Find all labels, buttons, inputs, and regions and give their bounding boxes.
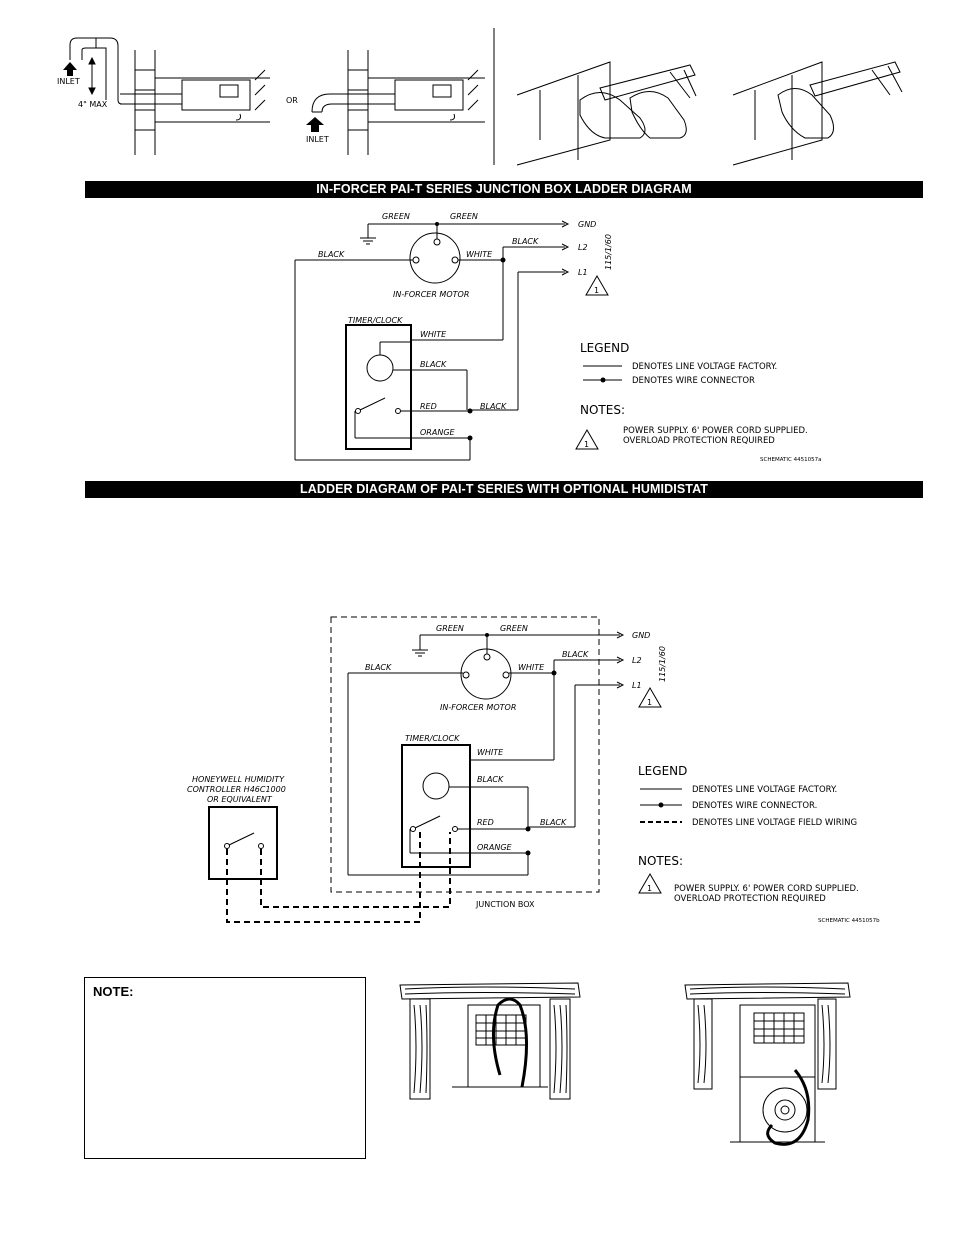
humidistat-line1: HONEYWELL HUMIDITY bbox=[192, 775, 285, 784]
note-title: NOTE: bbox=[93, 984, 134, 999]
d2-l1: L1 bbox=[632, 681, 642, 690]
d1-orange: ORANGE bbox=[420, 428, 456, 437]
d2-legend-field: DENOTES LINE VOLTAGE FIELD WIRING bbox=[692, 818, 857, 828]
d2-motor-label: IN-FORCER MOTOR bbox=[440, 703, 516, 712]
d1-l2: L2 bbox=[578, 243, 588, 252]
d1-legend-connector: DENOTES WIRE CONNECTOR bbox=[632, 376, 755, 386]
d2-timer-label: TIMER/CLOCK bbox=[405, 734, 460, 743]
d1-white: WHITE bbox=[466, 250, 493, 259]
inlet-label-1: INLET bbox=[57, 77, 80, 86]
d2-notes-title: NOTES: bbox=[638, 854, 683, 868]
inlet-label-2: INLET bbox=[306, 135, 329, 144]
or-label: OR bbox=[286, 96, 298, 105]
banner-junction-box-diagram: IN-FORCER PAI-T SERIES JUNCTION BOX LADD… bbox=[85, 181, 923, 198]
d2-gnd: GND bbox=[632, 631, 650, 640]
junction-box-label: JUNCTION BOX bbox=[475, 900, 535, 909]
d2-timer-white: WHITE bbox=[477, 748, 504, 757]
d1-note-number: 1 bbox=[584, 440, 589, 449]
humidistat-line2: CONTROLLER H46C1000 bbox=[187, 785, 286, 794]
d1-black-top: BLACK bbox=[512, 237, 539, 246]
humidistat-line3: OR EQUIVALENT bbox=[207, 795, 273, 804]
d1-legend-line: DENOTES LINE VOLTAGE FACTORY. bbox=[632, 362, 777, 372]
d1-timer-white: WHITE bbox=[420, 330, 447, 339]
d2-note-line2: OVERLOAD PROTECTION REQUIRED bbox=[674, 894, 826, 904]
d1-timer-black: BLACK bbox=[420, 360, 447, 369]
d1-warning-number: 1 bbox=[594, 286, 599, 295]
d2-l2: L2 bbox=[632, 656, 642, 665]
d1-note-line1: POWER SUPPLY. 6' POWER CORD SUPPLIED. bbox=[623, 426, 808, 436]
d2-timer-black: BLACK bbox=[477, 775, 504, 784]
d2-schematic-number: SCHEMATIC 4451057b bbox=[818, 918, 880, 924]
d1-motor-label: IN-FORCER MOTOR bbox=[393, 290, 469, 299]
ladder-diagram-2: GREEN GREEN BLACK BLACK WHITE IN-FORCER … bbox=[187, 616, 880, 924]
d1-timer-label: TIMER/CLOCK bbox=[348, 316, 403, 325]
d1-green-left: GREEN bbox=[382, 212, 410, 221]
d2-orange: ORANGE bbox=[477, 843, 513, 852]
d1-note-line2: OVERLOAD PROTECTION REQUIRED bbox=[623, 436, 775, 446]
d2-legend-title: LEGEND bbox=[638, 764, 687, 778]
d2-note-line1: POWER SUPPLY. 6' POWER CORD SUPPLIED. bbox=[674, 884, 859, 894]
d1-red-black: BLACK bbox=[480, 402, 507, 411]
d2-power-supply: 115/1/60 bbox=[658, 646, 667, 682]
note-box: NOTE: bbox=[84, 977, 366, 1159]
d2-black-left: BLACK bbox=[365, 663, 392, 672]
install-figures: INLET 4" MAX OR INLET bbox=[57, 28, 903, 166]
d2-note-number: 1 bbox=[647, 884, 652, 893]
mount-figures bbox=[399, 982, 851, 1146]
banner-humidistat-diagram: LADDER DIAGRAM OF PAI-T SERIES WITH OPTI… bbox=[85, 481, 923, 498]
d2-red: RED bbox=[477, 818, 494, 827]
d1-l1: L1 bbox=[578, 268, 588, 277]
d1-gnd: GND bbox=[578, 220, 596, 229]
d2-legend-line: DENOTES LINE VOLTAGE FACTORY. bbox=[692, 785, 837, 795]
d1-black-left: BLACK bbox=[318, 250, 345, 259]
d1-schematic-number: SCHEMATIC 4451057a bbox=[760, 457, 821, 463]
d2-white: WHITE bbox=[518, 663, 545, 672]
d2-warning-number: 1 bbox=[647, 698, 652, 707]
d2-red-black: BLACK bbox=[540, 818, 567, 827]
d1-power-supply: 115/1/60 bbox=[604, 234, 613, 270]
d2-green-right: GREEN bbox=[500, 624, 528, 633]
d1-green-right: GREEN bbox=[450, 212, 478, 221]
ladder-diagram-1: GREEN GREEN BLACK BLACK WHITE IN-FORCER … bbox=[294, 212, 821, 463]
max-label: 4" MAX bbox=[78, 100, 108, 109]
d2-legend-connector: DENOTES WIRE CONNECTOR. bbox=[692, 801, 817, 811]
d2-green-left: GREEN bbox=[436, 624, 464, 633]
d1-notes-title: NOTES: bbox=[580, 403, 625, 417]
d1-legend-title: LEGEND bbox=[580, 341, 629, 355]
d1-red: RED bbox=[420, 402, 437, 411]
d2-black-top: BLACK bbox=[562, 650, 589, 659]
